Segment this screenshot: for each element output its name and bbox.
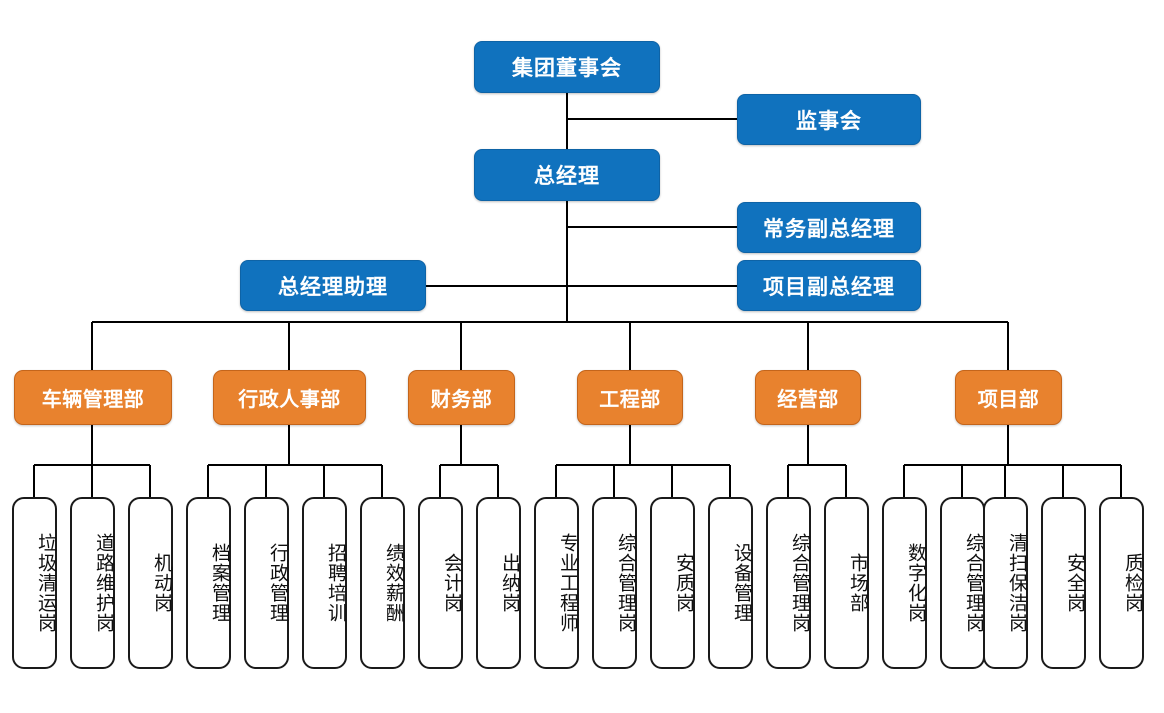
position-node-label: 综合管理岗	[615, 533, 636, 633]
position-node-label: 档案管理	[209, 543, 230, 623]
node-department-operations[interactable]: 经营部	[755, 370, 861, 425]
position-node[interactable]: 市场部	[824, 497, 869, 669]
position-node-label: 会计岗	[441, 553, 462, 613]
position-node[interactable]: 清扫保洁岗	[983, 497, 1028, 669]
position-node[interactable]: 机动岗	[128, 497, 173, 669]
position-node-label: 道路维护岗	[93, 533, 114, 633]
node-general-manager[interactable]: 总经理	[474, 149, 660, 201]
position-node-label: 安全岗	[1064, 553, 1085, 613]
position-node-label: 机动岗	[151, 553, 172, 613]
position-node[interactable]: 数字化岗	[882, 497, 927, 669]
position-node[interactable]: 质检岗	[1099, 497, 1144, 669]
position-node[interactable]: 档案管理	[186, 497, 231, 669]
position-node[interactable]: 出纳岗	[476, 497, 521, 669]
node-label: 行政人事部	[238, 389, 341, 411]
position-node-label: 行政管理	[267, 543, 288, 623]
position-node[interactable]: 安全岗	[1041, 497, 1086, 669]
node-department-finance[interactable]: 财务部	[408, 370, 515, 425]
position-node-label: 绩效薪酬	[383, 543, 404, 623]
node-gm-assistant[interactable]: 总经理助理	[240, 260, 426, 311]
node-department-admin-hr[interactable]: 行政人事部	[213, 370, 366, 425]
node-supervisory-board[interactable]: 监事会	[737, 94, 921, 145]
position-node[interactable]: 行政管理	[244, 497, 289, 669]
position-node[interactable]: 道路维护岗	[70, 497, 115, 669]
position-node[interactable]: 会计岗	[418, 497, 463, 669]
position-node-label: 数字化岗	[905, 543, 926, 623]
node-label: 项目副总经理	[763, 275, 895, 299]
node-department-project[interactable]: 项目部	[955, 370, 1062, 425]
position-node[interactable]: 综合管理岗	[940, 497, 985, 669]
node-label: 常务副总经理	[763, 217, 895, 241]
position-node-label: 市场部	[847, 553, 868, 613]
node-label: 总经理	[534, 165, 600, 188]
node-label: 项目部	[977, 389, 1040, 411]
position-node-label: 清扫保洁岗	[1006, 533, 1027, 633]
node-label: 监事会	[796, 109, 862, 133]
node-board-of-directors[interactable]: 集团董事会	[474, 41, 660, 93]
position-node[interactable]: 安质岗	[650, 497, 695, 669]
position-node[interactable]: 综合管理岗	[766, 497, 811, 669]
position-node-label: 垃圾清运岗	[35, 533, 56, 633]
node-label: 财务部	[430, 389, 493, 411]
node-project-deputy-gm[interactable]: 项目副总经理	[737, 260, 921, 311]
position-node[interactable]: 绩效薪酬	[360, 497, 405, 669]
node-label: 总经理助理	[278, 275, 388, 299]
node-label: 工程部	[599, 389, 661, 411]
node-department-engineering[interactable]: 工程部	[577, 370, 683, 425]
position-node-label: 综合管理岗	[789, 533, 810, 633]
position-node-label: 综合管理岗	[963, 533, 984, 633]
node-label: 集团董事会	[512, 57, 622, 80]
node-department-vehicle-management[interactable]: 车辆管理部	[14, 370, 172, 425]
position-node-label: 设备管理	[731, 543, 752, 623]
node-executive-deputy-gm[interactable]: 常务副总经理	[737, 202, 921, 253]
position-node-label: 质检岗	[1122, 553, 1143, 613]
node-label: 车辆管理部	[41, 389, 145, 411]
position-node[interactable]: 设备管理	[708, 497, 753, 669]
position-node[interactable]: 专业工程师	[534, 497, 579, 669]
position-node[interactable]: 综合管理岗	[592, 497, 637, 669]
position-node-label: 安质岗	[673, 553, 694, 613]
position-node[interactable]: 垃圾清运岗	[12, 497, 57, 669]
position-node-label: 专业工程师	[557, 533, 578, 633]
node-label: 经营部	[777, 389, 839, 411]
position-node-label: 出纳岗	[499, 553, 520, 613]
position-node-label: 招聘培训	[325, 543, 346, 623]
position-node[interactable]: 招聘培训	[302, 497, 347, 669]
